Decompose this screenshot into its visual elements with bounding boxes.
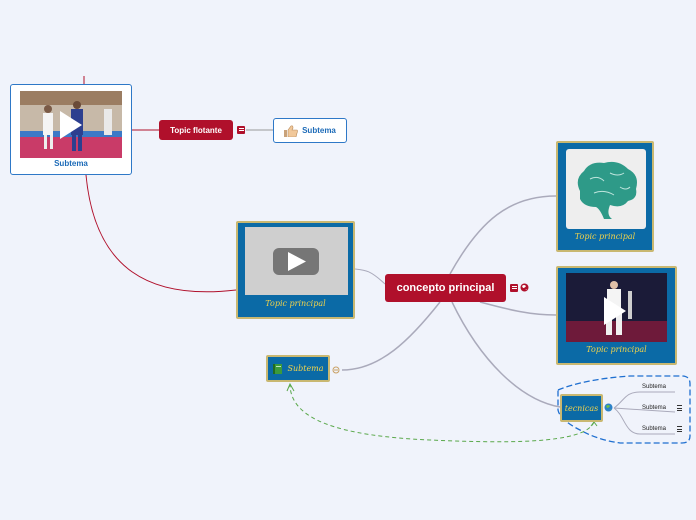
video-thumbnail bbox=[245, 227, 348, 295]
main-topic-karate-label: Topic principal bbox=[586, 345, 647, 354]
white-subtopic[interactable]: Subtema bbox=[273, 118, 347, 143]
note-icon[interactable] bbox=[510, 284, 518, 292]
play-icon bbox=[60, 111, 82, 139]
connector-central-to-brain bbox=[449, 195, 557, 275]
floating-topic[interactable]: Topic flotante bbox=[159, 120, 233, 140]
karate-video-thumbnail bbox=[566, 273, 667, 342]
tecnicas-topic[interactable]: tecnicas bbox=[560, 394, 603, 422]
main-topic-video[interactable]: Topic principal bbox=[236, 221, 355, 319]
central-topic[interactable]: concepto principal bbox=[385, 274, 506, 302]
martial-arts-photo bbox=[20, 91, 122, 158]
floating-topic-label: Topic flotante bbox=[170, 125, 222, 135]
central-topic-label: concepto principal bbox=[396, 282, 495, 294]
tecnicas-leaf-2[interactable]: Subtema bbox=[642, 405, 667, 411]
relationship-arrow-head bbox=[286, 382, 295, 392]
relationship-line[interactable] bbox=[289, 383, 595, 443]
connector-tecnicas-leaf-3 bbox=[613, 407, 675, 435]
relationship-arrow-tail bbox=[590, 421, 598, 427]
photo-subtopic-label: Subtema bbox=[54, 159, 88, 168]
connector-tecnicas-leaf-1 bbox=[613, 391, 675, 409]
thumbs-up-icon bbox=[284, 124, 298, 137]
brain-image bbox=[566, 149, 646, 229]
globe-icon[interactable] bbox=[520, 283, 529, 292]
white-subtopic-label: Subtema bbox=[302, 126, 336, 135]
book-subtopic[interactable]: Subtema bbox=[266, 355, 330, 382]
book-icon bbox=[273, 364, 283, 374]
connector-tecnicas-leaf-2 bbox=[613, 407, 676, 413]
note-icon[interactable] bbox=[677, 405, 682, 413]
tecnicas-leaf-1[interactable]: Subtema bbox=[642, 384, 667, 390]
boundary-tecnicas[interactable] bbox=[557, 375, 691, 444]
note-icon[interactable] bbox=[677, 426, 682, 434]
main-topic-brain-label: Topic principal bbox=[574, 232, 636, 241]
main-topic-karate[interactable]: Topic principal bbox=[556, 266, 677, 365]
connector-central-to-karate bbox=[479, 301, 557, 316]
photo-subtopic[interactable]: Subtema bbox=[10, 84, 132, 175]
globe-icon[interactable] bbox=[604, 403, 613, 412]
connector-central-to-tecnicas bbox=[451, 301, 561, 408]
connector-central-to-video bbox=[354, 268, 386, 285]
main-topic-video-label: Topic principal bbox=[265, 299, 326, 308]
tecnicas-leaf-3[interactable]: Subtema bbox=[642, 426, 667, 432]
tecnicas-label: tecnicas bbox=[564, 403, 599, 413]
note-icon[interactable] bbox=[237, 126, 245, 134]
connector-central-to-book bbox=[341, 301, 441, 371]
book-subtopic-label: Subtema bbox=[287, 364, 324, 373]
collapse-toggle-icon[interactable] bbox=[332, 366, 340, 374]
play-icon bbox=[288, 252, 306, 271]
connector-photo-to-video bbox=[85, 174, 237, 293]
main-topic-brain[interactable]: Topic principal bbox=[556, 141, 654, 252]
play-icon bbox=[604, 297, 626, 325]
